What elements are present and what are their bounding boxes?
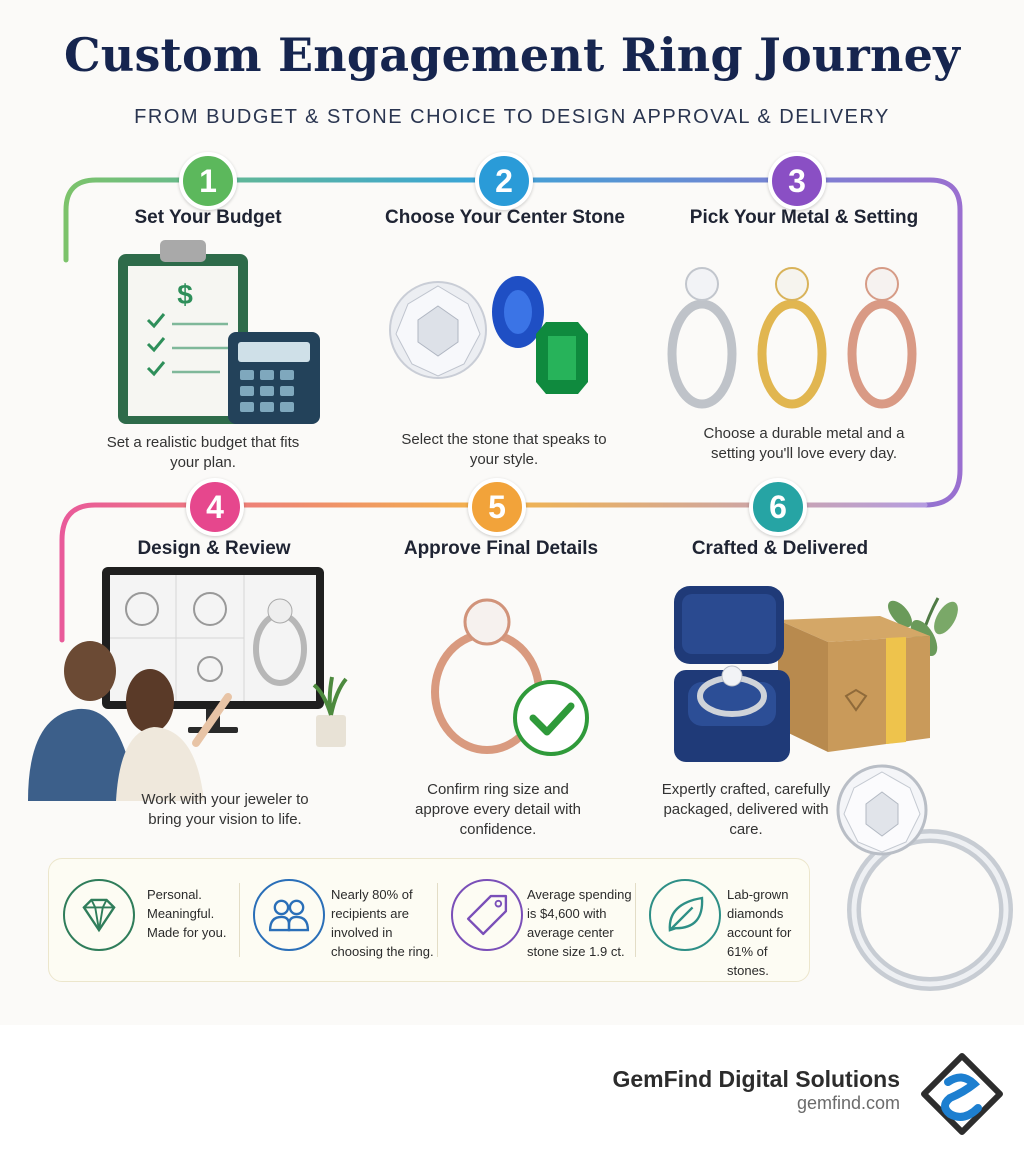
- step-5-description: Confirm ring size and approve every deta…: [415, 781, 581, 838]
- step-6-title: Crafted & Delivered: [691, 538, 869, 559]
- stat-lab-grown: Lab-grown diamonds account for 61% of st…: [635, 859, 809, 981]
- stat-recipients-text: Nearly 80% of recipients are involved in…: [331, 887, 434, 959]
- stat-personal: Personal. Meaningful. Made for you.: [49, 859, 239, 981]
- man-figure-icon: [28, 641, 136, 801]
- center-stones-illustration: [389, 276, 588, 394]
- brand-logo-icon: [921, 1053, 1003, 1135]
- journey-path: [59, 177, 963, 643]
- dollar-sign-icon: $: [177, 279, 193, 310]
- step-5-title: Approve Final Details: [403, 538, 599, 559]
- solitaire-ring-illustration: [836, 764, 1013, 991]
- step-4-description: Work with your jeweler to bring your vis…: [141, 791, 309, 828]
- leaf-icon: [649, 879, 721, 951]
- white-gold-ring-icon: [667, 267, 737, 409]
- people-icon: [253, 879, 325, 951]
- stat-divider: [239, 883, 240, 957]
- rose-gold-ring-icon: [847, 267, 917, 409]
- stat-spending: Average spending is $4,600 with average …: [437, 859, 635, 981]
- package-box-icon: [778, 616, 930, 752]
- step-1-title: Set Your Budget: [134, 207, 282, 228]
- step-6-description: Expertly crafted, carefully packaged, de…: [661, 781, 831, 838]
- diamond-icon: [63, 879, 135, 951]
- price-tag-icon: [451, 879, 523, 951]
- step-3-title: Pick Your Metal & Setting: [689, 207, 919, 228]
- stat-divider: [635, 883, 636, 957]
- stat-personal-text: Personal. Meaningful. Made for you.: [147, 887, 227, 940]
- approve-ring-illustration: [431, 598, 589, 756]
- round-diamond-icon: [389, 281, 487, 379]
- step-2-description: Select the stone that speaks to your sty…: [401, 431, 607, 468]
- woman-figure-icon: [116, 669, 232, 801]
- step-3-description: Choose a durable metal and a setting you…: [703, 425, 905, 462]
- step-4-title: Design & Review: [137, 538, 291, 559]
- stat-lab-grown-text: Lab-grown diamonds account for 61% of st…: [727, 887, 792, 978]
- stat-recipients: Nearly 80% of recipients are involved in…: [239, 859, 437, 981]
- step-1-description: Set a realistic budget that fits your pl…: [106, 434, 300, 471]
- step-4-badge: 4: [186, 478, 244, 536]
- design-review-illustration: [28, 567, 348, 801]
- sapphire-icon: [492, 276, 544, 348]
- stats-panel: Personal. Meaningful. Made for you. Near…: [48, 858, 810, 982]
- step-1-badge: 1: [179, 152, 237, 210]
- brand-name: GemFind Digital Solutions: [612, 1066, 901, 1092]
- page-subtitle: FROM BUDGET & STONE CHOICE TO DESIGN APP…: [134, 106, 890, 128]
- brand-url: gemfind.com: [796, 1093, 900, 1113]
- stat-spending-text: Average spending is $4,600 with average …: [527, 887, 632, 959]
- emerald-icon: [536, 322, 588, 394]
- step-5-badge: 5: [468, 478, 526, 536]
- stat-divider: [437, 883, 438, 957]
- step-2-title: Choose Your Center Stone: [385, 207, 625, 228]
- delivery-illustration: [674, 586, 958, 762]
- checkmark-icon: [513, 680, 589, 756]
- step-2-badge: 2: [475, 152, 533, 210]
- ring-box-icon: [674, 586, 790, 762]
- step-6-badge: 6: [749, 478, 807, 536]
- metal-rings-illustration: [667, 267, 917, 409]
- step-3-badge: 3: [768, 152, 826, 210]
- plant-icon: [312, 676, 348, 747]
- yellow-gold-ring-icon: [757, 267, 827, 409]
- budget-clipboard-illustration: $: [118, 240, 320, 424]
- page-title: Custom Engagement Ring Journey: [63, 28, 960, 82]
